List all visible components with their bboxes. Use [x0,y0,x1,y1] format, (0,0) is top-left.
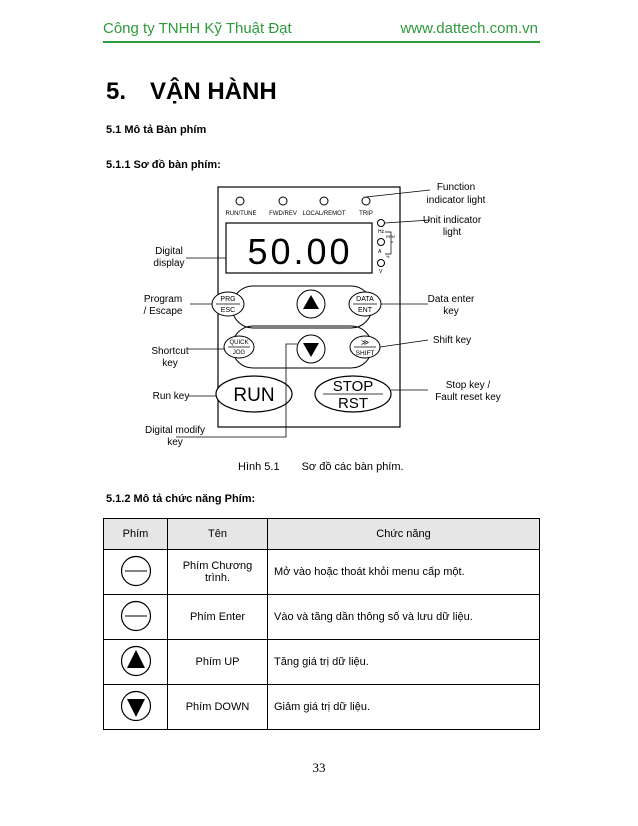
unit-led-v [377,259,385,267]
callout-program-line1: Program [144,294,182,305]
table-header-row: Phím Tên Chức năng [103,518,540,550]
callout-shift-key: Shift key [433,335,471,346]
callout-program-line2: / Escape [144,306,183,317]
circle-line-icon [120,555,151,586]
table-row: Phím Chương trình. Mở vào hoặc thoát khỏ… [103,549,540,595]
table-cell-symbol [103,639,168,685]
indicator-label-run-tune: RUN/TUNE [226,211,257,217]
subsubsection-heading-key-functions: 5.1.2 Mô tả chức năng Phím: [106,493,256,505]
run-key [215,375,293,413]
figure-label: Hình 5.1 [238,461,280,473]
run-key-label: RUN [233,385,274,406]
section-title: VẬN HÀNH [150,78,277,105]
table-row: Phím DOWN Giảm giá trị dữ liệu. [103,684,540,730]
table-cell-function: Vào và tăng dần thông số và lưu dữ liệu. [267,594,540,640]
up-arrow-icon [120,645,151,676]
callout-function-indicator-line1: Function [437,182,475,193]
table-header-function: Chức năng [267,518,540,550]
stop-key-label: STOP [333,378,374,395]
subsection-heading: 5.1 Mô tả Bàn phím [106,124,207,136]
display-value: 50.00 [247,231,352,272]
indicator-label-trip: TRIP [359,211,373,217]
indicator-led-run-tune [235,196,245,206]
indicator-label-local-remot: LOCAL/REMOT [302,211,345,217]
table-cell-function: Giảm giá trị dữ liệu. [267,684,540,730]
callout-unit-indicator-line1: Unit indicator [423,215,482,226]
unit-led-bracket [385,231,393,255]
table-row: Phím UP Tăng giá trị dữ liệu. [103,639,540,685]
shift-key-label: SHIFT [356,350,375,357]
section-heading: 5. VẬN HÀNH [106,78,277,106]
callout-digital-modify-line1: Digital modify [145,425,205,436]
data-key-label: DATA [356,296,374,303]
esc-key-label: ESC [221,307,235,314]
unit-label-rpm: RPM [386,234,395,239]
indicator-label-fwd-rev: FWD/REV [269,211,297,217]
callout-digital-display-line2: display [153,258,184,269]
unit-led-a [377,238,385,246]
unit-label-a: A [378,249,382,255]
header-website: www.dattech.com.vn [400,20,538,37]
callout-data-enter-line1: Data enter [428,294,475,305]
table-cell-function: Tăng giá trị dữ liệu. [267,639,540,685]
figure-caption: Hình 5.1 Sơ đồ các bàn phím. [238,461,404,473]
callout-unit-indicator-line2: light [443,227,462,238]
circle-line-icon [120,600,151,631]
ent-key-label: ENT [358,307,373,314]
section-number: 5. [106,78,127,105]
header-divider [103,41,540,43]
down-arrow-icon [120,690,151,721]
rst-key-label: RST [338,395,368,412]
double-chevron-icon: ≫ [361,338,369,347]
callout-shortcut-line2: key [162,358,178,369]
indicator-led-fwd-rev [278,196,288,206]
table-row: Phím Enter Vào và tăng dần thông số và l… [103,594,540,640]
table-cell-function: Mở vào hoặc thoát khỏi menu cấp một. [267,549,540,595]
key-function-table: Phím Tên Chức năng Phím Chương trình. Mở… [103,518,540,730]
digital-display [225,222,373,274]
callout-data-enter-line2: key [443,306,459,317]
table-cell-symbol [103,549,168,595]
callout-run-key: Run key [153,391,190,402]
page-number: 33 [312,760,326,775]
down-arrow-icon [303,343,319,357]
header-company: Công ty TNHH Kỹ Thuật Đạt [103,20,292,37]
table-header-key: Phím [103,518,168,550]
unit-led-hz [377,219,385,227]
table-header-name: Tên [167,518,268,550]
table-cell-name: Phím UP [167,639,268,685]
callout-digital-display-line1: Digital [155,246,183,257]
callout-stop-line2: Fault reset key [435,392,501,403]
figure-text: Sơ đồ các bàn phím. [301,461,404,473]
callout-shortcut-line1: Shortcut [151,346,188,357]
prg-key-label: PRG [220,296,235,303]
table-cell-symbol [103,684,168,730]
unit-label-hz: Hz [378,229,385,235]
quick-key-label: QUICK [229,340,248,346]
unit-label-percent: % [386,254,390,259]
callout-stop-line1: Stop key / [446,380,491,391]
table-cell-name: Phím Enter [167,594,268,640]
table-cell-symbol [103,594,168,640]
callout-digital-modify-line2: key [167,437,183,448]
table-cell-name: Phím DOWN [167,684,268,730]
indicator-led-local-remot [319,196,329,206]
unit-label-v: V [379,269,383,275]
up-arrow-icon [303,295,319,309]
keypad-diagram: RUN/TUNE FWD/REV LOCAL/REMOT TRIP 50.00 … [144,182,501,448]
callout-function-indicator-line2: indicator light [427,195,486,206]
table-cell-name: Phím Chương trình. [167,549,268,595]
jog-key-label: JOG [233,350,246,356]
subsubsection-heading-keyboard-diagram: 5.1.1 Sơ đồ bàn phím: [106,159,221,171]
